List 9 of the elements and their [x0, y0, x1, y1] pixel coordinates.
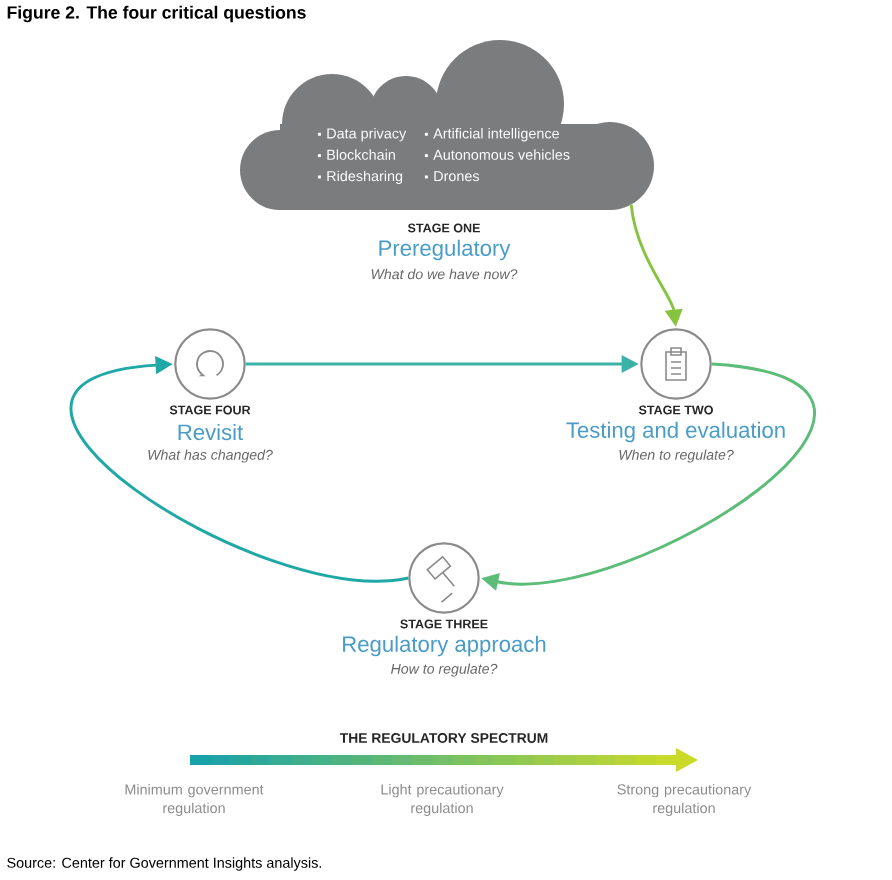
stage-name: Testing and evaluation: [566, 421, 785, 443]
stage-circle: [640, 328, 712, 400]
stage-circle: [408, 542, 480, 614]
figure-title: Figure 2. The four critical questions: [7, 5, 306, 23]
stage-name: Revisit: [178, 423, 244, 441]
stage-circle: [174, 328, 246, 400]
arrow: [70, 356, 409, 583]
stage-name: Preregulatory: [379, 239, 511, 261]
stage-name: Regulatory approach: [343, 635, 546, 657]
